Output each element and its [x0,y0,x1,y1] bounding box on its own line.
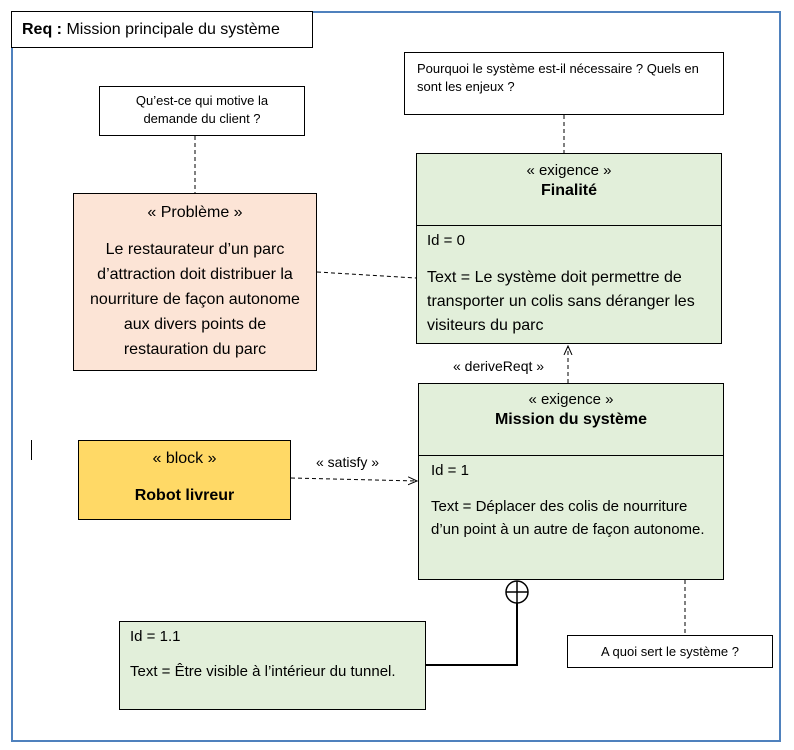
diagram-frame [11,11,781,742]
satisfy-label: « satisfy » [316,454,380,470]
note-purpose-text: A quoi sert le système ? [600,644,739,659]
note-client-text: Qu’est-ce qui motive la demande du clien… [135,93,269,126]
problem-box: « Problème » Le restaurateur d’un parc d… [73,193,317,371]
requirement-finalite: « exigence » Finalité Id = 0 Text = Le s… [416,153,722,344]
sub-id: Id = 1.1 [130,628,181,645]
note-client: Qu’est-ce qui motive la demande du clien… [99,86,305,136]
finalite-text: Text = Le système doit permettre de tran… [427,269,695,334]
note-purpose: A quoi sert le système ? [567,635,773,668]
finalite-name: Finalité [540,182,597,199]
problem-text: Le restaurateur d’un parc d’attraction d… [90,241,300,358]
requirement-sub: Id = 1.1 Text = Être visible à l’intérie… [119,621,426,710]
block-robot: « block » Robot livreur [78,440,291,520]
diagram-title-prefix: Req : [22,21,62,38]
block-name: Robot livreur [134,487,235,504]
block-stereotype: « block » [152,450,217,467]
mission-stereotype: « exigence » [528,391,614,408]
derive-label: « deriveReqt » [453,358,545,374]
finalite-stereotype: « exigence » [526,162,612,179]
text-cursor [31,440,32,460]
mission-name: Mission du système [494,411,648,428]
sub-text: Text = Être visible à l’intérieur du tun… [130,663,396,680]
problem-stereotype: « Problème » [147,204,243,221]
satisfy-arrow [290,478,417,481]
note-necessity-text: Pourquoi le système est-il nécessaire ? … [417,61,699,94]
finalite-id: Id = 0 [427,232,465,249]
diagram-title-text: Mission principale du système [66,21,280,38]
containment-line [426,603,518,666]
note-necessity: Pourquoi le système est-il nécessaire ? … [404,52,724,115]
requirement-mission: « exigence » Mission du système Id = 1 T… [418,383,724,580]
finalite-separator [417,225,721,226]
containment-icon [505,580,529,604]
mission-text: Text = Déplacer des colis de nourriture … [431,498,705,538]
mission-id: Id = 1 [431,462,469,479]
mission-separator [419,455,723,456]
diagram-title: Req : Mission principale du système [11,11,313,48]
problem-finalite-link [316,271,417,279]
